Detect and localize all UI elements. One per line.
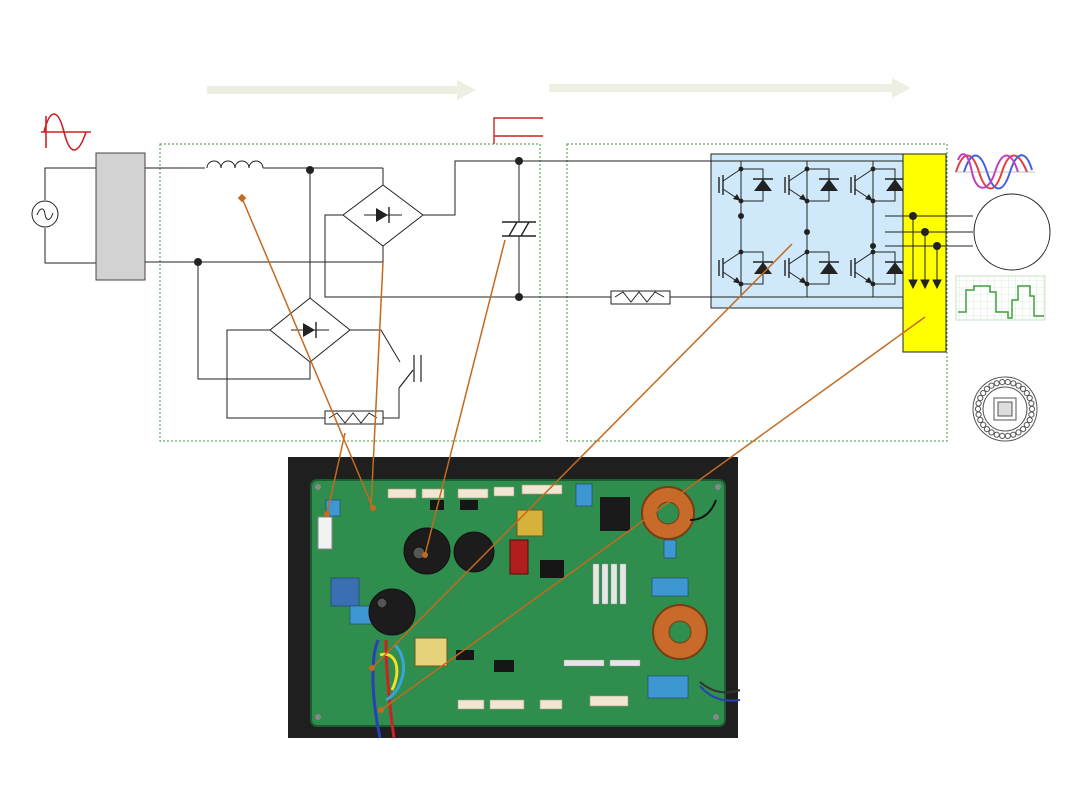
dc-link-capacitor: [502, 221, 536, 237]
ac-source-symbol: [31, 167, 96, 264]
stator-tooth: [974, 405, 982, 413]
stator-tooth: [977, 394, 984, 402]
stator-tooth: [1023, 390, 1030, 397]
flow-arrow-ac-dc: [207, 80, 476, 100]
dc-step-icon: [493, 117, 543, 144]
pointer-anchor: [237, 193, 247, 203]
stator-tooth: [1028, 405, 1036, 413]
bridge-rectifier-aux: [269, 297, 351, 363]
stator-tooth: [1028, 400, 1035, 407]
rectifier-section-border: [159, 143, 541, 442]
stator-tooth: [975, 411, 982, 418]
stator-tooth: [1004, 379, 1011, 386]
stator-tooth: [980, 421, 987, 428]
output-junctions: [909, 212, 941, 250]
stator-tooth: [1023, 421, 1030, 428]
igbt-cell: [850, 251, 905, 285]
stator-tooth: [977, 416, 984, 424]
inrush-resistor: [324, 410, 384, 425]
stator-tooth: [1004, 432, 1011, 439]
stator-tooth: [975, 400, 982, 407]
sine-wave-icon: [41, 113, 91, 151]
junction-dots: [194, 157, 523, 301]
stator-tooth: [1010, 431, 1017, 438]
stator-tooth: [1028, 411, 1035, 418]
stator-tooth: [988, 429, 995, 436]
stator-tooth: [1026, 394, 1033, 402]
stator-ring-icon: [972, 376, 1038, 442]
bridge-rectifier-main: [342, 184, 424, 247]
stator-tooth: [1015, 382, 1022, 389]
stator-tooth: [1026, 416, 1033, 424]
igbt-cell: [718, 251, 773, 285]
igbt-switches: [711, 160, 905, 298]
inverter-section-border: [566, 143, 948, 442]
stator-tooth: [1010, 380, 1017, 387]
stator-tooth: [1020, 385, 1027, 392]
stator-tooth: [999, 432, 1006, 439]
driver-signal-lines: [885, 215, 973, 290]
pwm-waveform-icon: [955, 275, 1046, 321]
stator-tooth: [983, 385, 991, 392]
stator-tooth: [1015, 429, 1022, 436]
pointer-lines: [241, 197, 926, 711]
stator-tooth: [993, 431, 1000, 438]
pointer-ends: [324, 505, 428, 713]
motor-circle: [973, 193, 1051, 271]
igbt-cell: [784, 168, 839, 202]
flow-arrow-dc-ac: [549, 78, 911, 98]
stator-tooth: [1020, 426, 1027, 433]
igbt-cell: [784, 251, 839, 285]
three-phase-wave-icon: [955, 153, 1035, 190]
line-filter-block: [95, 152, 146, 281]
pcb-photo: [288, 457, 741, 739]
stator-tooth: [988, 382, 995, 389]
igbt-cell: [718, 168, 773, 202]
relay-contact-symbol: [398, 355, 422, 389]
stator-tooth: [980, 390, 987, 397]
stator-tooth: [993, 380, 1000, 387]
shunt-resistor: [610, 290, 671, 305]
stator-tooth: [999, 379, 1006, 386]
igbt-cell: [850, 168, 905, 202]
rectifier-wiring: [145, 160, 711, 419]
stator-tooth: [983, 426, 991, 433]
